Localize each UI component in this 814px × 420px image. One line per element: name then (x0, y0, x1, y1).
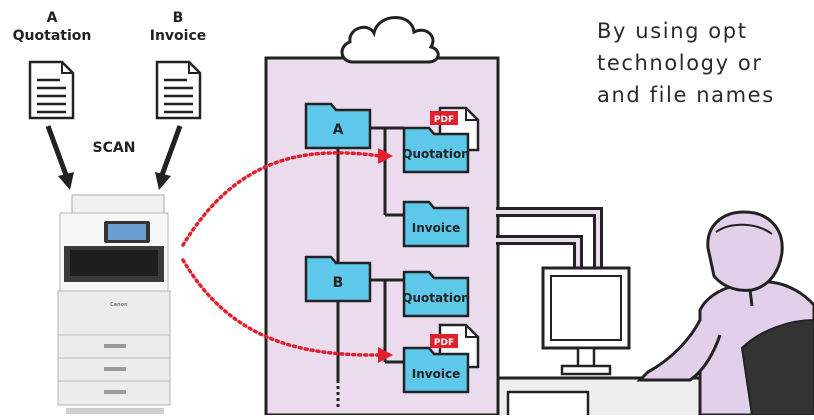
cloud-icon (340, 16, 440, 64)
multifunction-printer-icon: Canon (57, 194, 171, 414)
document-title: Invoice (149, 28, 207, 44)
file-folder-label: Quotation (402, 147, 469, 161)
user-at-desk-icon (636, 210, 814, 417)
document-icon (28, 60, 75, 120)
folder-icon: Invoice (402, 346, 470, 394)
svg-text:Canon: Canon (110, 302, 128, 308)
description-line: technology or (597, 51, 763, 75)
scan-arrow (155, 125, 183, 190)
folder-tree-lines (336, 126, 404, 408)
scan-route-arrow (181, 148, 393, 247)
file-folder-label: Invoice (412, 221, 460, 235)
scan-label: SCAN (92, 140, 136, 156)
file-folder-label: Quotation (402, 291, 469, 305)
folder-icon: B (304, 255, 372, 303)
scan-arrow (45, 125, 74, 190)
document-icon (155, 60, 202, 120)
description-line: and file names (597, 83, 775, 107)
description-line: By using opt (597, 19, 748, 43)
pdf-badge: PDF (434, 115, 454, 125)
scan-route-arrow (181, 258, 393, 363)
computer-monitor-icon (541, 266, 631, 376)
pdf-badge: PDF (434, 338, 454, 348)
folder-label: B (333, 275, 344, 291)
folder-icon: Quotation (402, 270, 470, 318)
document-letter: A (46, 10, 58, 26)
document-letter: B (172, 10, 184, 26)
document-title: Quotation (12, 28, 92, 44)
folder-icon: A (304, 102, 372, 150)
folder-icon: Invoice (402, 200, 470, 248)
file-folder-label: Invoice (412, 367, 460, 381)
folder-icon: Quotation (402, 126, 470, 174)
folder-label: A (333, 122, 344, 138)
